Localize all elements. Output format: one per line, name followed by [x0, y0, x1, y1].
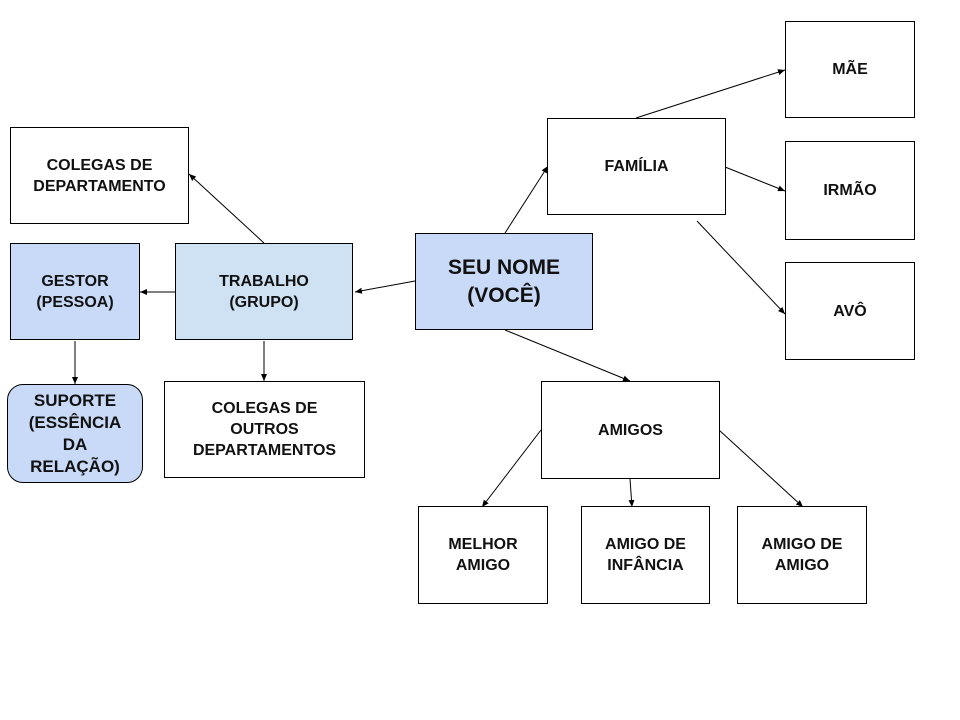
node-gestor: GESTOR (PESSOA)	[10, 243, 140, 340]
node-melhor-amigo: MELHOR AMIGO	[418, 506, 548, 604]
node-mae: MÃE	[785, 21, 915, 118]
node-trabalho: TRABALHO (GRUPO)	[175, 243, 353, 340]
node-suporte: SUPORTE (ESSÊNCIA DA RELAÇÃO)	[7, 384, 143, 483]
node-amigo-de-amigo: AMIGO DE AMIGO	[737, 506, 867, 604]
edge-seu-nome-to-familia	[504, 165, 549, 234]
edge-seu-nome-to-trabalho	[354, 280, 416, 294]
edge-amigos-to-amigo-infancia	[628, 478, 635, 508]
node-amigos: AMIGOS	[541, 381, 720, 479]
edge-amigos-to-amigo-de-amigo	[718, 429, 804, 508]
node-avo: AVÔ	[785, 262, 915, 360]
node-irmao: IRMÃO	[785, 141, 915, 240]
edge-seu-nome-to-amigos	[504, 329, 631, 382]
node-familia: FAMÍLIA	[547, 118, 726, 215]
node-colegas-departamento: COLEGAS DE DEPARTAMENTO	[10, 127, 189, 224]
edge-familia-to-irmao	[724, 166, 786, 192]
node-amigo-de-infancia: AMIGO DE INFÂNCIA	[581, 506, 710, 604]
node-colegas-outros-departamentos: COLEGAS DE OUTROS DEPARTAMENTOS	[164, 381, 365, 478]
edge-familia-to-avo	[696, 220, 786, 315]
node-seu-nome: SEU NOME (VOCÊ)	[415, 233, 593, 330]
edge-familia-to-mae	[635, 69, 786, 119]
edge-trabalho-to-colegas-departamento	[188, 173, 265, 244]
edge-amigos-to-melhor-amigo	[481, 429, 542, 508]
